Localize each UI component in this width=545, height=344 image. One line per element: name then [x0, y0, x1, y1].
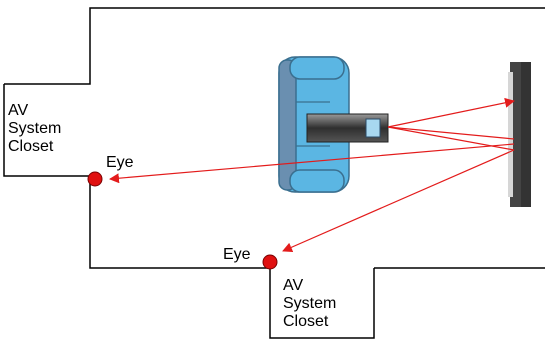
projector-icon	[306, 113, 389, 143]
closet-bottom-line-1: AV	[283, 277, 304, 294]
closet-bottom-label: AV System Closet	[283, 277, 336, 331]
eye-bottom-marker-icon	[262, 254, 278, 270]
closet-left-line-1: AV	[8, 102, 29, 119]
closet-left-line-3: Closet	[8, 138, 54, 155]
reflection-to-bottom-eye	[282, 149, 515, 252]
closet-left-line-2: System	[8, 120, 62, 137]
closet-left-label: AV System Closet	[8, 102, 61, 156]
eye-left-marker-icon	[87, 171, 103, 187]
sofa-icon	[278, 56, 350, 193]
room-walls	[3, 7, 545, 269]
closet-bottom-line-3: Closet	[283, 313, 329, 330]
closet-bottom-box	[269, 268, 375, 339]
projector-beam	[387, 97, 515, 128]
eye-left-label: Eye	[106, 154, 134, 171]
screen-icon	[508, 62, 531, 207]
reflection-to-left-eye	[109, 143, 515, 184]
closet-bottom-line-2: System	[283, 295, 337, 312]
eye-bottom-label: Eye	[223, 246, 251, 263]
light-rays	[109, 97, 515, 252]
